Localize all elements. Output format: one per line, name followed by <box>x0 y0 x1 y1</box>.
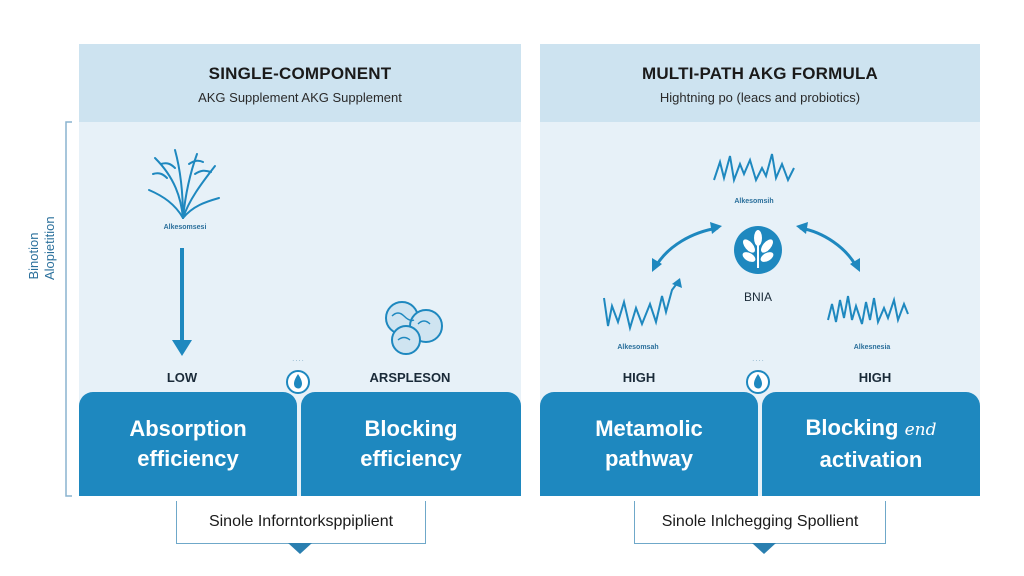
right-footer: Sinole Inlchegging Spollient <box>634 501 886 544</box>
right-panel-header: MULTI-PATH AKG FORMULA Hightning po (lea… <box>540 44 980 122</box>
right-panel-subtitle: Hightning po (leacs and probiotics) <box>659 90 861 105</box>
left-wave-icon <box>603 278 682 332</box>
left-panel-subtitle: AKG Supplement AKG Supplement <box>198 90 402 105</box>
high-right-label: HIGH <box>858 370 892 385</box>
left-footer: Sinole Inforntorksppiplient <box>176 501 426 544</box>
left-panel-title: SINGLE-COMPONENT <box>208 64 392 83</box>
plant-caption: Alkesomsesi <box>163 224 207 231</box>
right-wave-icon <box>827 295 909 326</box>
left-footer-arrow-icon <box>288 543 312 554</box>
high-left-label: HIGH <box>622 370 656 385</box>
left-caption: Alkesomsah <box>617 344 659 351</box>
top-wave-icon <box>713 153 795 184</box>
blocking-activation-line1: Blocking end <box>806 413 937 445</box>
droplet-icon-right: · · · · <box>746 358 770 394</box>
side-bracket <box>65 121 72 497</box>
center-label: BNIA <box>743 290 772 304</box>
metamolic-line2: pathway <box>604 446 694 471</box>
low-label: LOW <box>166 370 198 385</box>
metamolic-pathway-box: Metamolic pathway <box>540 392 758 496</box>
blocking-activation-word: Blocking <box>805 415 899 440</box>
absorption-line2: efficiency <box>137 446 239 471</box>
blocking-efficiency-box: Blocking efficiency <box>301 392 521 496</box>
blocking-line1: Blocking <box>364 416 458 441</box>
right-panel-title: MULTI-PATH AKG FORMULA <box>641 64 879 83</box>
arspleson-label: ARSPLESON <box>369 370 451 385</box>
right-caption: Alkesnesia <box>853 344 891 351</box>
molecule-cluster-icon <box>385 301 443 355</box>
absorption-efficiency-box: Absorption efficiency <box>79 392 297 496</box>
side-label: Binotion Alopietition <box>26 216 58 280</box>
plant-icon <box>148 149 220 219</box>
side-label-line1: Binotion <box>26 232 41 280</box>
blocking-activation-box: Blocking end activation <box>762 392 980 496</box>
left-panel-header: SINGLE-COMPONENT AKG Supplement AKG Supp… <box>79 44 521 122</box>
curved-arrow-right-icon <box>796 222 860 272</box>
metamolic-line1: Metamolic <box>595 416 703 441</box>
svg-text:· · · ·: · · · · <box>752 358 764 364</box>
blocking-line2: efficiency <box>360 446 462 471</box>
script-annotation: end <box>904 420 937 440</box>
droplet-icon: · · · · <box>286 358 310 394</box>
svg-text:· · · ·: · · · · <box>292 358 304 364</box>
blocking-activation-line2: activation <box>819 447 923 472</box>
side-label-line2: Alopietition <box>42 216 57 280</box>
center-plant-icon <box>734 226 782 274</box>
curved-arrow-left-icon <box>652 222 722 272</box>
absorption-line1: Absorption <box>129 416 247 441</box>
right-footer-arrow-icon <box>752 543 776 554</box>
top-caption: Alkesomsih <box>734 198 774 205</box>
down-arrow-icon <box>172 248 192 356</box>
